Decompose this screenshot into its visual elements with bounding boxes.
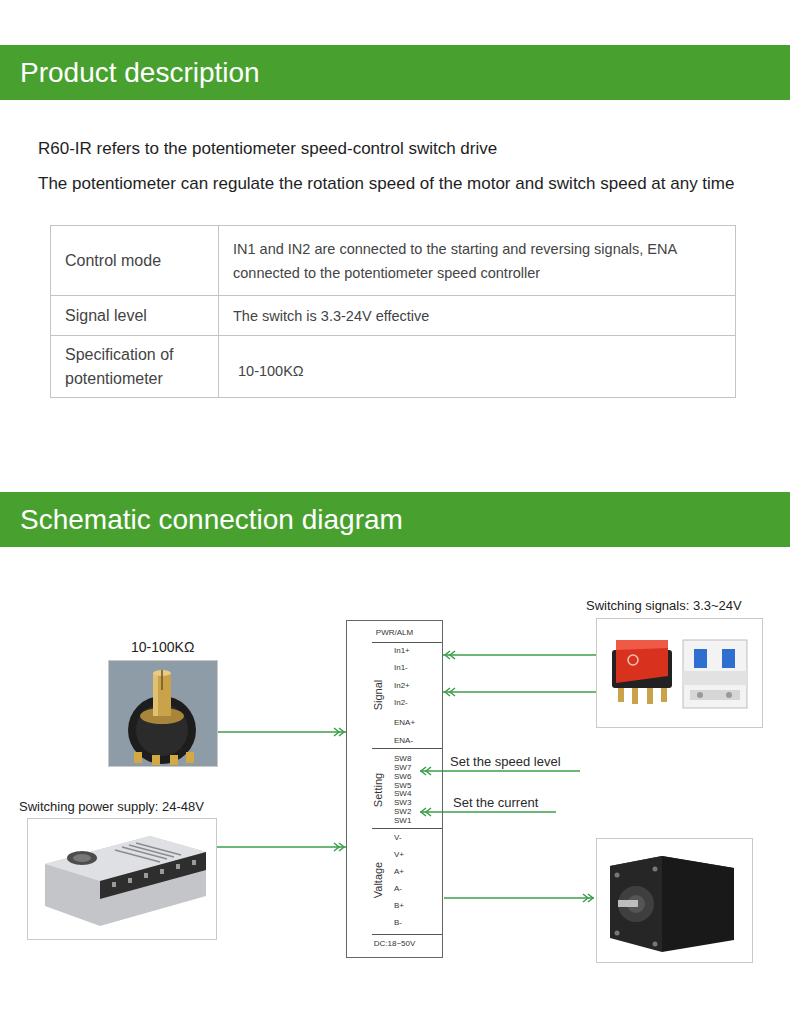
callout-text: Set the speed level: [450, 754, 561, 770]
switch-photo: [612, 640, 747, 708]
pin-name: V+: [394, 850, 404, 859]
connector: [218, 728, 346, 736]
photo-frame: 10-100KΩ: [108, 660, 218, 767]
connector: [443, 688, 596, 696]
arrowhead: [334, 843, 339, 851]
power-supply-photo: [45, 836, 206, 926]
table-cell: The switch is 3.3-24V effective: [233, 296, 731, 335]
callout-text: Set the current: [453, 795, 538, 811]
connector-line: [218, 731, 346, 733]
table-grid: [51, 226, 736, 398]
section-band: Product description: [0, 45, 790, 100]
connector-line: [217, 846, 346, 848]
pin-name: A+: [394, 867, 404, 876]
photo-frame: Switching signals: 3.3~24V: [596, 618, 763, 728]
pin-name: ENA-: [394, 736, 413, 745]
description-text: The potentiometer can regulate the rotat…: [38, 174, 734, 194]
potentiometer-photo: [109, 661, 217, 766]
arrowhead: [450, 651, 455, 659]
table-cell: Control mode: [65, 226, 215, 295]
pin-name: In2-: [394, 698, 408, 707]
connector: [217, 843, 346, 851]
table-cell: 10-100KΩ: [238, 344, 728, 397]
pin-name: SW5: [394, 781, 411, 790]
pin-name: SW3: [394, 798, 411, 807]
leader-lines: [420, 767, 594, 902]
pin-name: B+: [394, 901, 404, 910]
pin-name: SW6: [394, 772, 411, 781]
connector-line: [443, 654, 596, 656]
pin-name: SW8: [394, 754, 411, 763]
section-title: Schematic connection diagram: [0, 504, 403, 536]
pin-name: In1-: [394, 663, 408, 672]
pin-name: V-: [394, 833, 402, 842]
pin-name: SW4: [394, 789, 411, 798]
section-name: Signal: [372, 680, 384, 711]
photo-heading: 10-100KΩ: [131, 639, 194, 656]
pin-name: ENA+: [394, 718, 415, 727]
arrowhead: [334, 728, 339, 736]
table-cell: Specification of potentiometer: [65, 336, 215, 397]
pin-name: SW7: [394, 763, 411, 772]
arrowhead: [450, 688, 455, 696]
driver-text: PWR/ALM: [347, 628, 442, 638]
photo-heading: Switching power supply: 24-48V: [19, 799, 204, 815]
table-cell: Signal level: [65, 296, 215, 335]
photo-frame: Switching power supply: 24-48V: [27, 818, 217, 940]
description-text: R60-IR refers to the potentiometer speed…: [38, 139, 497, 159]
table-cell: IN1 and IN2 are connected to the startin…: [233, 226, 731, 295]
pin-name: A-: [394, 884, 402, 893]
connector: [443, 651, 596, 659]
pin-name: SW1: [394, 816, 411, 825]
pin-name: In2+: [394, 681, 410, 690]
motor-photo: [597, 839, 753, 963]
photo-heading: Switching signals: 3.3~24V: [586, 598, 742, 614]
section-name: Valtage: [372, 862, 384, 899]
connector-line: [443, 691, 596, 693]
section-name: Setting: [372, 773, 384, 807]
pin-name: In1+: [394, 646, 410, 655]
driver-separators: [372, 643, 443, 935]
section-title: Product description: [0, 57, 260, 89]
driver-text: DC:18~50V: [347, 939, 442, 949]
pin-name: B-: [394, 918, 402, 927]
pin-name: SW2: [394, 807, 411, 816]
section-band: Schematic connection diagram: [0, 492, 790, 547]
